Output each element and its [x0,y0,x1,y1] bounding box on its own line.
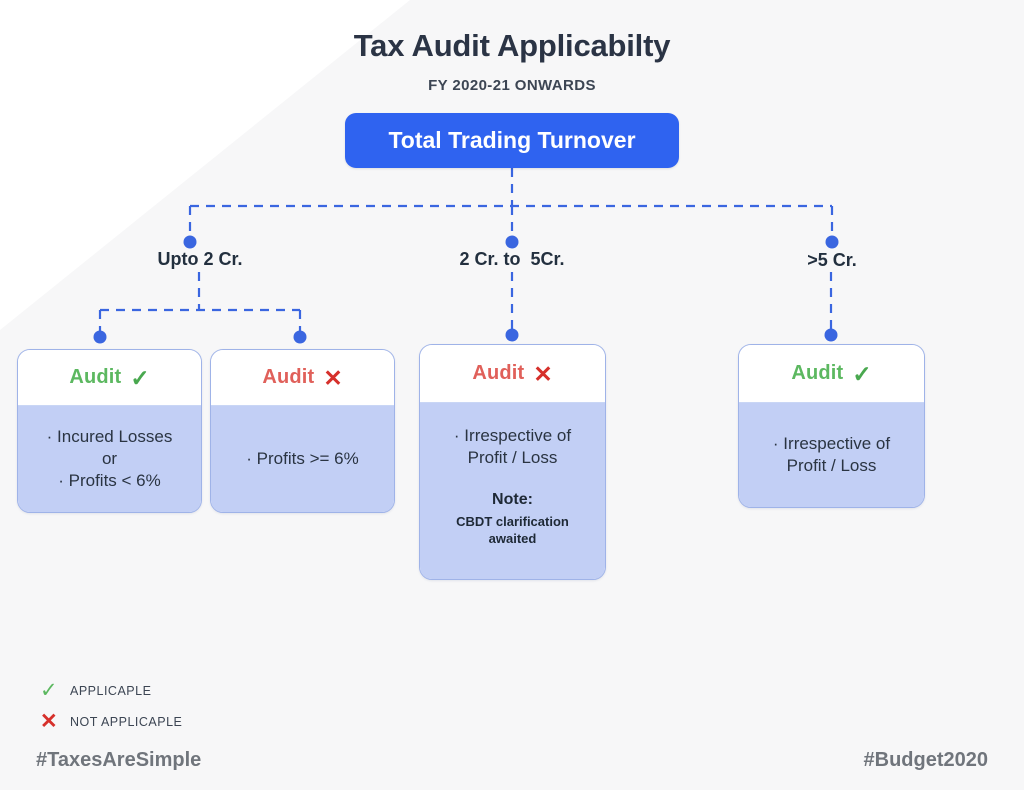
note-title: Note: [492,491,533,509]
footer-hashtag-right: #Budget2020 [863,749,989,771]
legend-item-not-applicable: ✕ NOT APPLICAPLE [40,706,182,737]
audit-label: Audit [69,366,122,388]
card-body-text: · Incured Losses or · Profits < 6% [46,426,173,491]
check-icon: ✓ [40,679,58,702]
root-node-total-trading-turnover: Total Trading Turnover [345,113,679,168]
outcome-card-audit-not-applicable-profits-gte-6: Audit ✕ · Profits >= 6% [210,349,395,513]
branch-label-upto-2cr: Upto 2 Cr. [157,249,243,269]
legend-label: APPLICAPLE [70,683,152,698]
outcome-card-audit-applicable-losses: Audit ✓ · Incured Losses or · Profits < … [17,349,202,513]
cross-icon: ✕ [323,365,343,391]
card-body: · Irrespective of Profit / Loss Note: CB… [420,403,605,579]
card-body: · Profits >= 6% [211,406,394,512]
card-body-text: · Irrespective of Profit / Loss [772,433,891,475]
card-header: Audit ✓ [739,345,924,403]
legend-label: NOT APPLICAPLE [70,714,183,729]
cross-icon: ✕ [40,710,58,733]
card-body: · Incured Losses or · Profits < 6% [18,406,201,512]
page-title: Tax Audit Applicabilty [353,28,671,63]
branch-label-above-5cr: >5 Cr. [807,250,857,270]
audit-label: Audit [262,366,315,388]
card-body: · Irrespective of Profit / Loss [739,403,924,507]
legend-item-applicable: ✓ APPLICAPLE [40,675,182,706]
check-icon: ✓ [130,365,150,391]
card-body-text: · Irrespective of Profit / Loss [453,426,572,468]
outcome-card-audit-not-applicable-irrespective: Audit ✕ · Irrespective of Profit / Loss … [419,344,606,580]
card-header: Audit ✕ [211,350,394,406]
footer-hashtag-left: #TaxesAreSimple [36,749,202,771]
cross-icon: ✕ [533,361,553,387]
audit-label: Audit [791,362,844,384]
page-subtitle: FY 2020-21 ONWARDS [428,77,596,94]
card-header: Audit ✓ [18,350,201,406]
root-node-label: Total Trading Turnover [388,127,636,153]
check-icon: ✓ [852,361,872,387]
audit-label: Audit [472,362,525,384]
outcome-card-audit-applicable-irrespective: Audit ✓ · Irrespective of Profit / Loss [738,344,925,508]
card-header: Audit ✕ [420,345,605,403]
card-body-text: · Profits >= 6% [246,448,359,468]
branch-label-2cr-to-5cr: 2 Cr. to 5Cr. [459,249,565,269]
legend: ✓ APPLICAPLE ✕ NOT APPLICAPLE [40,675,182,737]
note-text: CBDT clarification awaited [456,514,569,547]
